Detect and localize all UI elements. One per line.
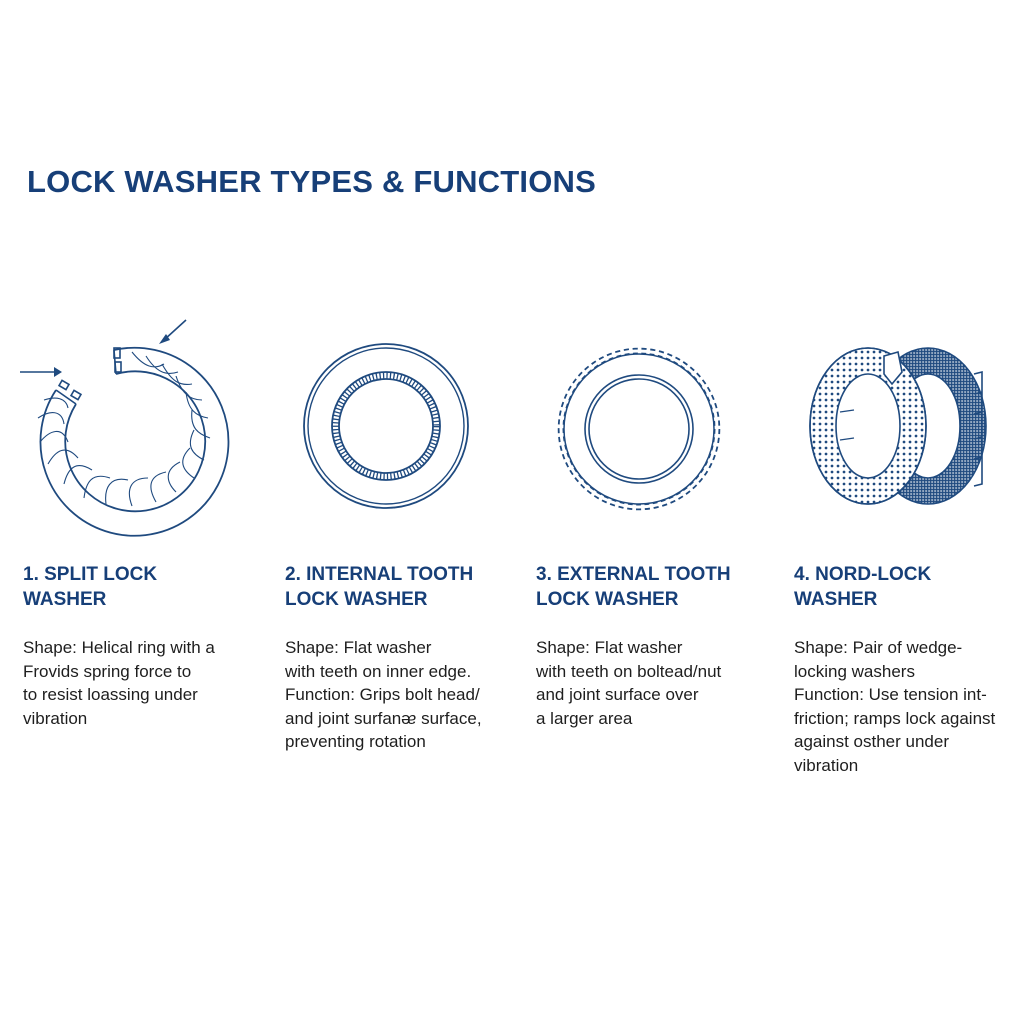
- page-title: LOCK WASHER TYPES & FUNCTIONS: [27, 164, 596, 199]
- description-line: Shape: Pair of wedge-: [794, 638, 963, 657]
- nord-lock-washer-icon: [806, 344, 991, 510]
- split-lock-washer-icon: [14, 312, 230, 537]
- description-line: against osther under: [794, 732, 949, 752]
- internal-tooth-washer-icon: [302, 342, 470, 510]
- description-line: and joint surfanᴂ surface,: [285, 708, 482, 728]
- description-line: Function: Grips bolt head/: [285, 685, 480, 705]
- description-line: preventing rotation: [285, 732, 426, 752]
- description-line: a larger area: [536, 708, 633, 728]
- description-line: friction; ramps lock against: [794, 708, 996, 728]
- description-line: locking washers: [794, 661, 915, 681]
- washer-description: Shape: Pair of wedge- locking washers Fu…: [794, 636, 1024, 778]
- description-line: to resist loassing under: [23, 685, 198, 705]
- description-line: vibration: [23, 708, 88, 728]
- washer-card-nord-lock: 4. NORD-LOCK WASHER Shape: Pair of wedge…: [794, 562, 1024, 778]
- external-tooth-washer-icon: [553, 343, 725, 515]
- washer-card-internal-tooth: 2. INTERNAL TOOTH LOCK WASHER Shape: Fla…: [285, 562, 525, 754]
- washer-title: 2. INTERNAL TOOTH LOCK WASHER: [285, 564, 474, 610]
- washer-description: Shape: Flat washer with teeth on inner e…: [285, 636, 525, 754]
- description-line: Shape: Helical ring with a: [23, 638, 215, 657]
- description-line: with teeth on inner edge.: [285, 661, 472, 681]
- description-line: vibration: [794, 755, 859, 775]
- description-line: Shape: Flat washer: [536, 638, 683, 657]
- washer-description: Shape: Helical ring with a Frovids sprin…: [23, 636, 263, 730]
- washer-card-split-lock: 1. SPLIT LOCK WASHER Shape: Helical ring…: [23, 562, 263, 730]
- description-line: Function: Use tension int-: [794, 685, 987, 705]
- description-line: and joint surface over: [536, 685, 699, 705]
- washer-title: 1. SPLIT LOCK WASHER: [23, 564, 158, 610]
- washer-title: 4. NORD-LOCK WASHER: [794, 564, 932, 610]
- description-line: with teeth on boltead/nut: [536, 661, 722, 681]
- description-line: Frovids spring force to: [23, 661, 192, 681]
- washer-description: Shape: Flat washer with teeth on boltead…: [536, 636, 776, 730]
- washer-title: 3. EXTERNAL TOOTH LOCK WASHER: [536, 564, 731, 610]
- washer-card-external-tooth: 3. EXTERNAL TOOTH LOCK WASHER Shape: Fla…: [536, 562, 776, 730]
- description-line: Shape: Flat washer: [285, 638, 432, 657]
